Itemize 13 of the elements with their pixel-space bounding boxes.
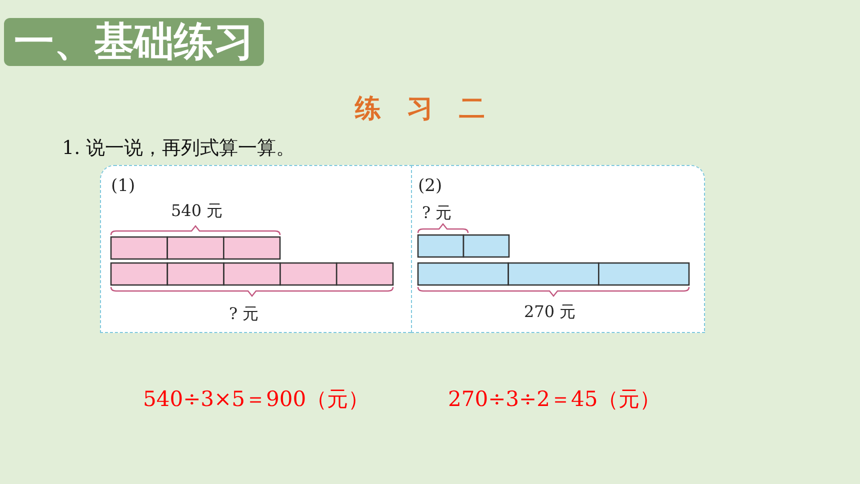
exercise-title: 练 习 二 [355,96,485,122]
answer-text: 540÷3×5＝900（元） [143,389,370,410]
amount-label: ? 元 [229,306,259,322]
panel-number: (2) [418,178,442,195]
diagram-panel [100,165,411,333]
amount-label: 270 元 [524,304,576,320]
question-text: 1. 说一说，再列式算一算。 [62,139,296,158]
amount-label: ? 元 [422,205,452,221]
amount-label: 540 元 [171,203,223,219]
panel-number: (1) [111,178,136,195]
diagram-panel [411,165,705,333]
heading: 一、基础练习 [4,18,264,66]
answer-text: 270÷3÷2＝45（元） [448,389,661,410]
